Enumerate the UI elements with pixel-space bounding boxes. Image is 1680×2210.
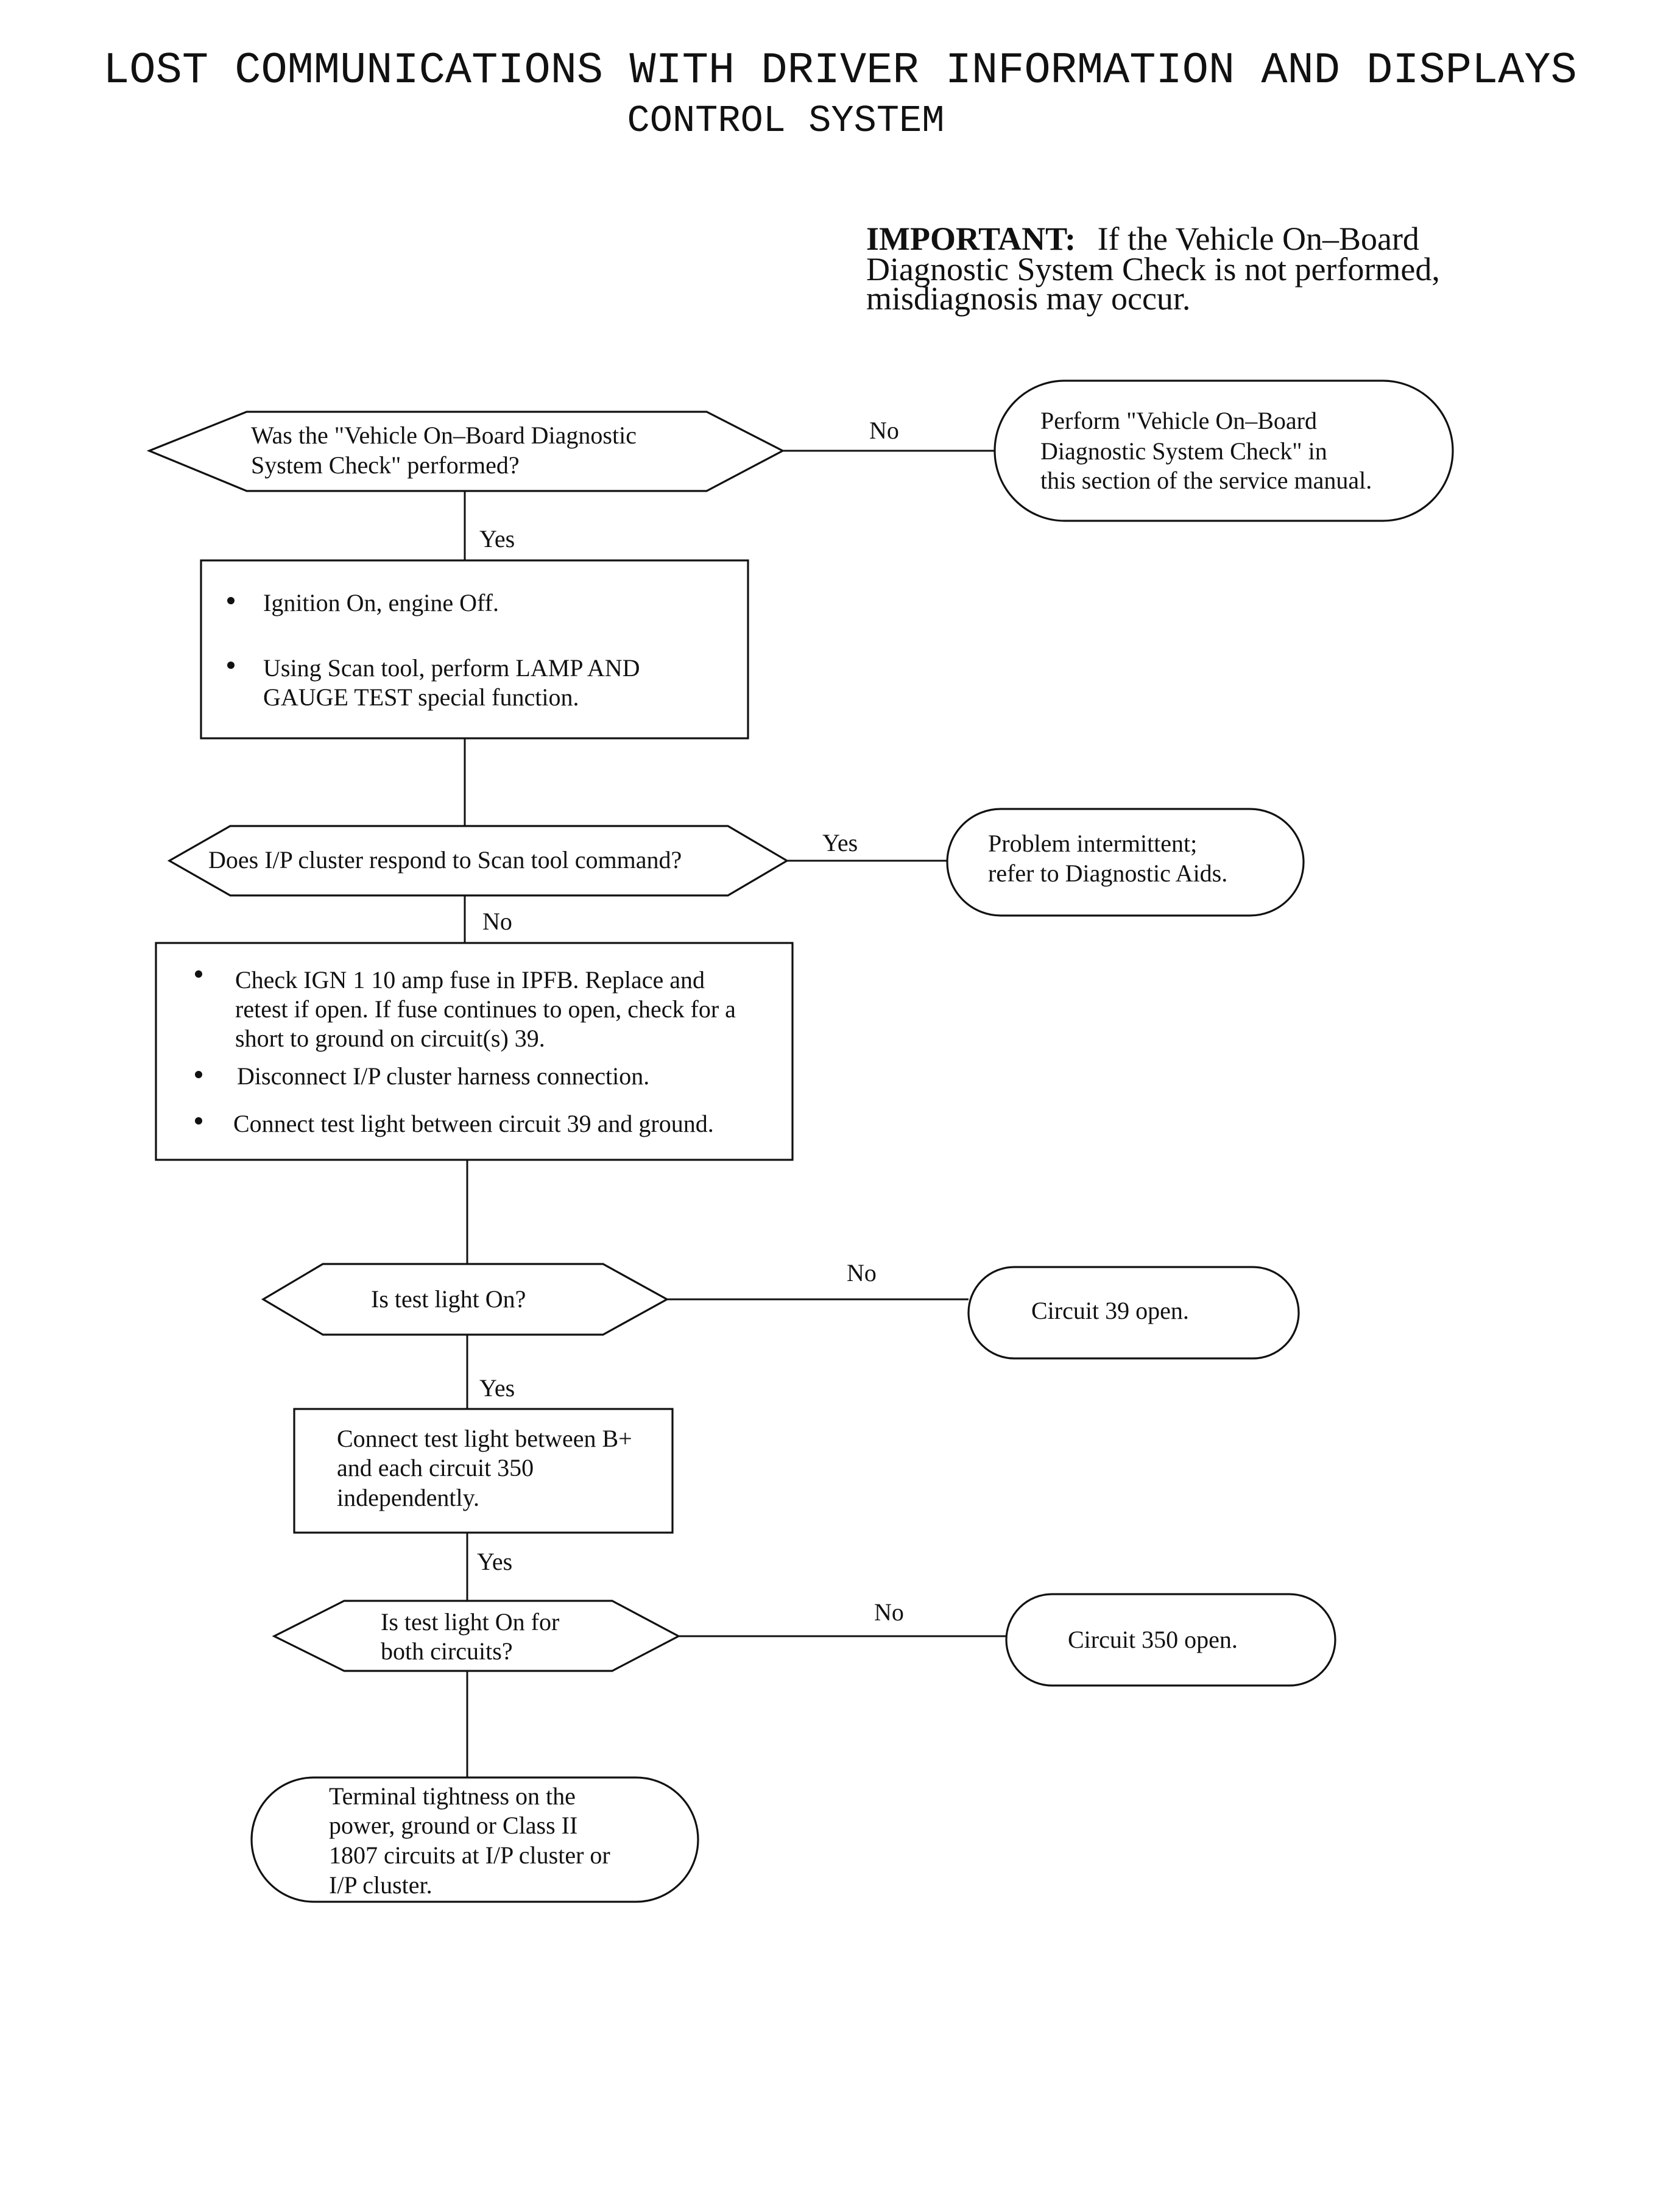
branch-label-yes: Yes [479, 525, 515, 552]
decision-diamond [261, 1263, 669, 1336]
terminal1-line1: Perform "Vehicle On–Board [1040, 407, 1317, 434]
process-box [293, 1408, 674, 1534]
decision4-line1: Is test light On for [381, 1608, 559, 1636]
bullet-point [227, 597, 235, 604]
decision-diamond [146, 411, 785, 492]
step2-bullet1-line2: retest if open. If fuse continues to ope… [235, 995, 736, 1023]
branch-label-yes: Yes [479, 1374, 515, 1402]
decision-light-on-both-circuits: Is test light On for both circuits? [272, 1600, 681, 1672]
important-text-line1: If the Vehicle On–Board [1098, 221, 1419, 257]
step-check-fuse-test-light: Check IGN 1 10 amp fuse in IPFB. Replace… [155, 942, 794, 1161]
terminal5-line1: Terminal tightness on the [329, 1782, 576, 1810]
branch-label-no: No [847, 1259, 877, 1287]
decision4-line2: both circuits? [381, 1637, 513, 1665]
terminal2-line2: refer to Diagnostic Aids. [988, 860, 1227, 887]
step3-line1: Connect test light between B+ [337, 1425, 632, 1452]
terminal5-line3: 1807 circuits at I/P cluster or [329, 1841, 610, 1869]
terminal5-line2: power, ground or Class II [329, 1812, 577, 1839]
decision2-line1: Does I/P cluster respond to Scan tool co… [208, 846, 682, 874]
branch-label-yes: Yes [822, 829, 858, 856]
terminal4-line1: Circuit 350 open. [1068, 1626, 1238, 1653]
terminal-perform-check: Perform "Vehicle On–Board Diagnostic Sys… [994, 380, 1454, 522]
important-note: IMPORTANT: If the Vehicle On–Board Diagn… [866, 221, 1440, 317]
branch-label-no: No [874, 1598, 904, 1626]
decision-diamond [272, 1600, 681, 1672]
decision3-line1: Is test light On? [371, 1285, 526, 1313]
important-label: IMPORTANT: [866, 221, 1076, 257]
chart-title-line2: CONTROL SYSTEM [627, 99, 945, 143]
branch-label-yes: Yes [477, 1548, 512, 1575]
step1-bullet2-line2: GAUGE TEST special function. [263, 683, 579, 711]
terminal-capsule [967, 1266, 1300, 1360]
bullet-point [195, 1071, 202, 1078]
bullet-point [195, 1117, 202, 1124]
step2-bullet1-line1: Check IGN 1 10 amp fuse in IPFB. Replace… [235, 966, 705, 994]
branch-label-no: No [869, 417, 899, 444]
connector-lines [464, 450, 1006, 1778]
terminal1-line3: this section of the service manual. [1040, 467, 1372, 494]
terminal-circuit-350-open: Circuit 350 open. [1005, 1593, 1336, 1687]
terminal-capsule [994, 380, 1454, 522]
decision1-line2: System Check" performed? [251, 451, 520, 479]
branch-label-no: No [482, 908, 512, 935]
step2-bullet1-line3: short to ground on circuit(s) 39. [235, 1025, 545, 1052]
important-text-line2: Diagnostic System Check is not performed… [866, 251, 1440, 288]
decision-diamond [167, 825, 789, 897]
terminal5-line4: I/P cluster. [329, 1871, 432, 1899]
step3-line3: independently. [337, 1484, 479, 1511]
step1-bullet2-line1: Using Scan tool, perform LAMP AND [263, 654, 640, 682]
terminal2-line1: Problem intermittent; [988, 830, 1197, 857]
bullet-point [227, 662, 235, 669]
step1-bullet1: Ignition On, engine Off. [263, 589, 499, 616]
step3-line2: and each circuit 350 [337, 1454, 534, 1481]
terminal3-line1: Circuit 39 open. [1031, 1297, 1189, 1324]
decision-cluster-responds: Does I/P cluster respond to Scan tool co… [167, 825, 789, 897]
terminal-circuit-39-open: Circuit 39 open. [967, 1266, 1300, 1360]
decision1-line1: Was the "Vehicle On–Board Diagnostic [251, 422, 637, 449]
step-ignition-lamp-test: Ignition On, engine Off. Using Scan tool… [200, 559, 749, 740]
decision-vehicle-check-performed: Was the "Vehicle On–Board Diagnostic Sys… [146, 411, 785, 492]
process-box [155, 942, 794, 1161]
chart-title-line1: LOST COMMUNICATIONS WITH DRIVER INFORMAT… [103, 46, 1577, 96]
step2-bullet3: Connect test light between circuit 39 an… [233, 1110, 714, 1137]
terminal-capsule [1005, 1593, 1336, 1687]
terminal-capsule [946, 808, 1305, 917]
decision-test-light-on: Is test light On? [261, 1263, 669, 1336]
terminal1-line2: Diagnostic System Check" in [1040, 437, 1327, 465]
important-text-line3: misdiagnosis may occur. [866, 280, 1190, 317]
bullet-point [195, 970, 202, 978]
process-box [200, 559, 749, 740]
terminal-problem-intermittent: Problem intermittent; refer to Diagnosti… [946, 808, 1305, 917]
svg-text:IMPORTANT: If the Vehicl: IMPORTANT: If the Vehicle On–Board [866, 221, 1419, 257]
terminal-terminal-tightness: Terminal tightness on the power, ground … [250, 1776, 699, 1903]
step2-bullet2: Disconnect I/P cluster harness connectio… [237, 1062, 649, 1090]
step-test-circuit-350: Connect test light between B+ and each c… [293, 1408, 674, 1534]
terminal-capsule [250, 1776, 699, 1903]
